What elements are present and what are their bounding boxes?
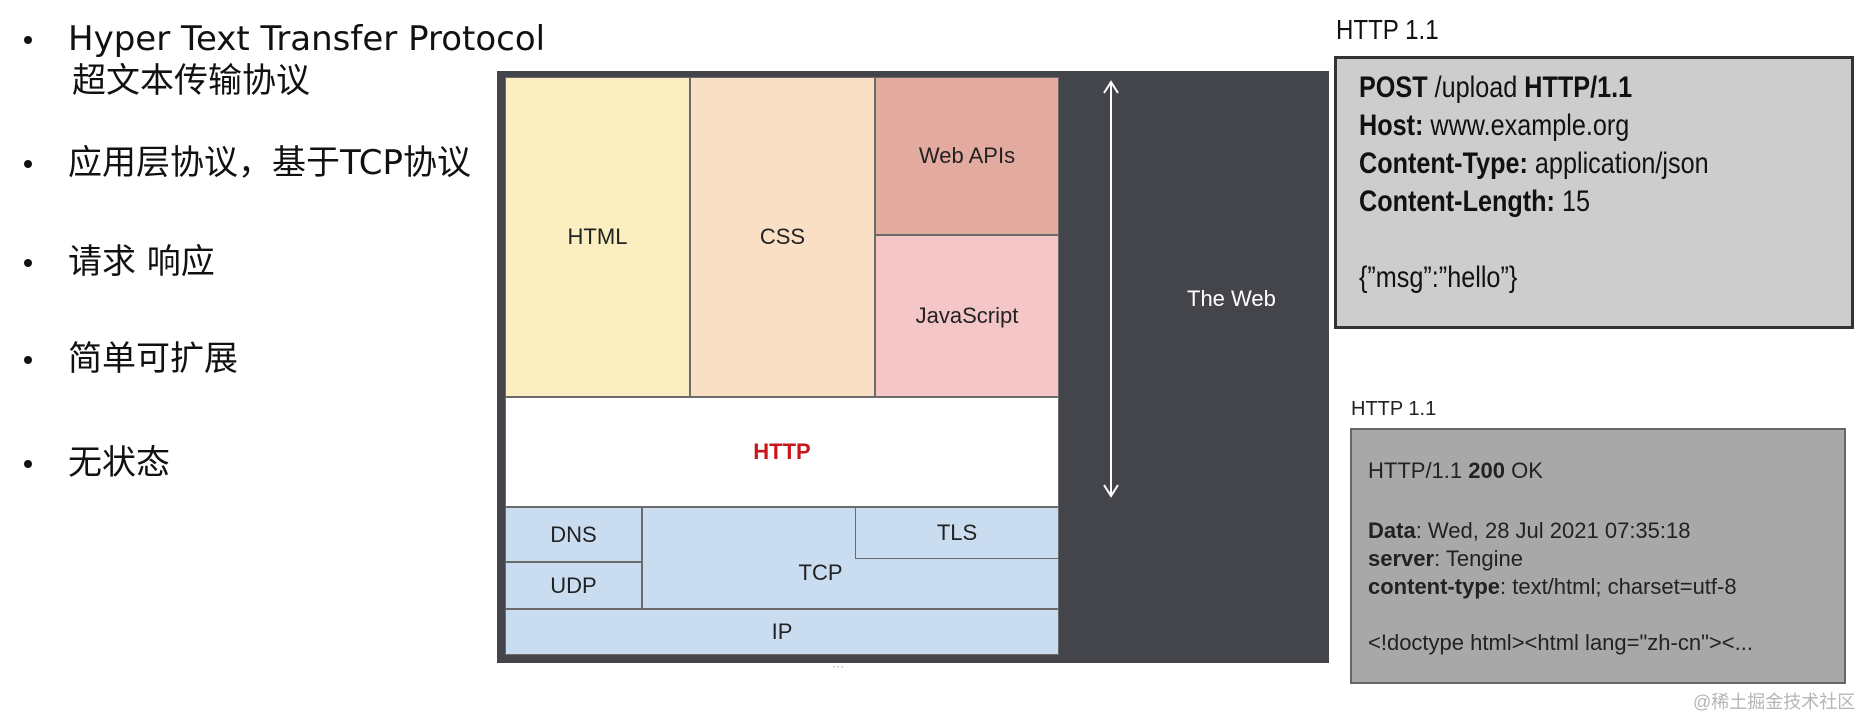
header-content-length: Content-Length: 15	[1359, 185, 1590, 219]
web-apis-layer: Web APIs	[875, 77, 1059, 235]
header-host: Host: www.example.org	[1359, 109, 1629, 143]
header-key: Host:	[1359, 109, 1424, 142]
bullet-text: 简单可扩展	[68, 339, 238, 379]
response-body: <!doctype html><html lang="zh-cn"><...	[1368, 630, 1753, 655]
slide-ellipsis: ···	[832, 659, 844, 673]
double-arrow-icon	[1103, 80, 1119, 498]
http-response-box: HTTP/1.1 200 OK Data: Wed, 28 Jul 2021 0…	[1350, 428, 1846, 684]
header-key: server	[1368, 546, 1435, 571]
bullet-text: 请求 响应	[68, 242, 215, 282]
header-value: application/json	[1527, 147, 1709, 180]
header-key: Data	[1368, 518, 1416, 543]
header-value: www.example.org	[1423, 109, 1630, 142]
http-layer: HTTP	[505, 397, 1059, 507]
request-version: HTTP/1.1	[1524, 71, 1633, 104]
tls-layer: TLS	[855, 507, 1059, 559]
css-layer: CSS	[690, 77, 875, 397]
status-code: 200	[1468, 458, 1505, 483]
bullet-dot-icon	[24, 460, 32, 468]
header-content-type: content-type: text/html; charset=utf-8	[1368, 574, 1737, 600]
request-method: POST	[1359, 71, 1428, 104]
protocol-stack-diagram: HTML CSS Web APIs JavaScript HTTP TCP TL…	[497, 71, 1329, 663]
bullet-text: Hyper Text Transfer Protocol	[68, 19, 546, 59]
status-line: HTTP/1.1 200 OK	[1368, 458, 1543, 484]
bullet-dot-icon	[24, 259, 32, 267]
response-title: HTTP 1.1	[1351, 398, 1437, 420]
header-value: : Tengine	[1434, 546, 1523, 571]
status-text: OK	[1504, 458, 1543, 483]
bullet-dot-icon	[24, 160, 32, 168]
header-key: Content-Type:	[1359, 147, 1528, 180]
bullet-text: 应用层协议，基于TCP协议	[68, 143, 472, 183]
header-value: : text/html; charset=utf-8	[1500, 574, 1737, 599]
ip-layer: IP	[505, 609, 1059, 655]
header-content-type: Content-Type: application/json	[1359, 147, 1709, 181]
header-server: server: Tengine	[1368, 546, 1523, 572]
header-key: content-type	[1368, 574, 1500, 599]
request-path: /upload	[1427, 71, 1525, 104]
header-value: 15	[1554, 185, 1590, 218]
bullet-dot-icon	[24, 356, 32, 364]
dns-layer: DNS	[505, 507, 642, 562]
header-value: : Wed, 28 Jul 2021 07:35:18	[1415, 518, 1691, 543]
the-web-label: The Web	[1187, 286, 1276, 311]
request-body: {”msg”:”hello”}	[1359, 261, 1518, 294]
html-layer: HTML	[505, 77, 690, 397]
header-date: Data: Wed, 28 Jul 2021 07:35:18	[1368, 518, 1690, 544]
javascript-layer: JavaScript	[875, 235, 1059, 397]
udp-layer: UDP	[505, 562, 642, 609]
bullet-subtext: 超文本传输协议	[72, 61, 310, 101]
status-prefix: HTTP/1.1	[1368, 458, 1469, 483]
request-title: HTTP 1.1	[1336, 14, 1439, 45]
header-key: Content-Length:	[1359, 185, 1555, 218]
bullet-text: 无状态	[68, 443, 170, 483]
watermark: @稀土掘金技术社区	[1693, 692, 1856, 712]
http-request-box: POST /upload HTTP/1.1 Host: www.example.…	[1334, 56, 1854, 329]
bullet-dot-icon	[24, 36, 32, 44]
request-line: POST /upload HTTP/1.1	[1359, 71, 1632, 105]
